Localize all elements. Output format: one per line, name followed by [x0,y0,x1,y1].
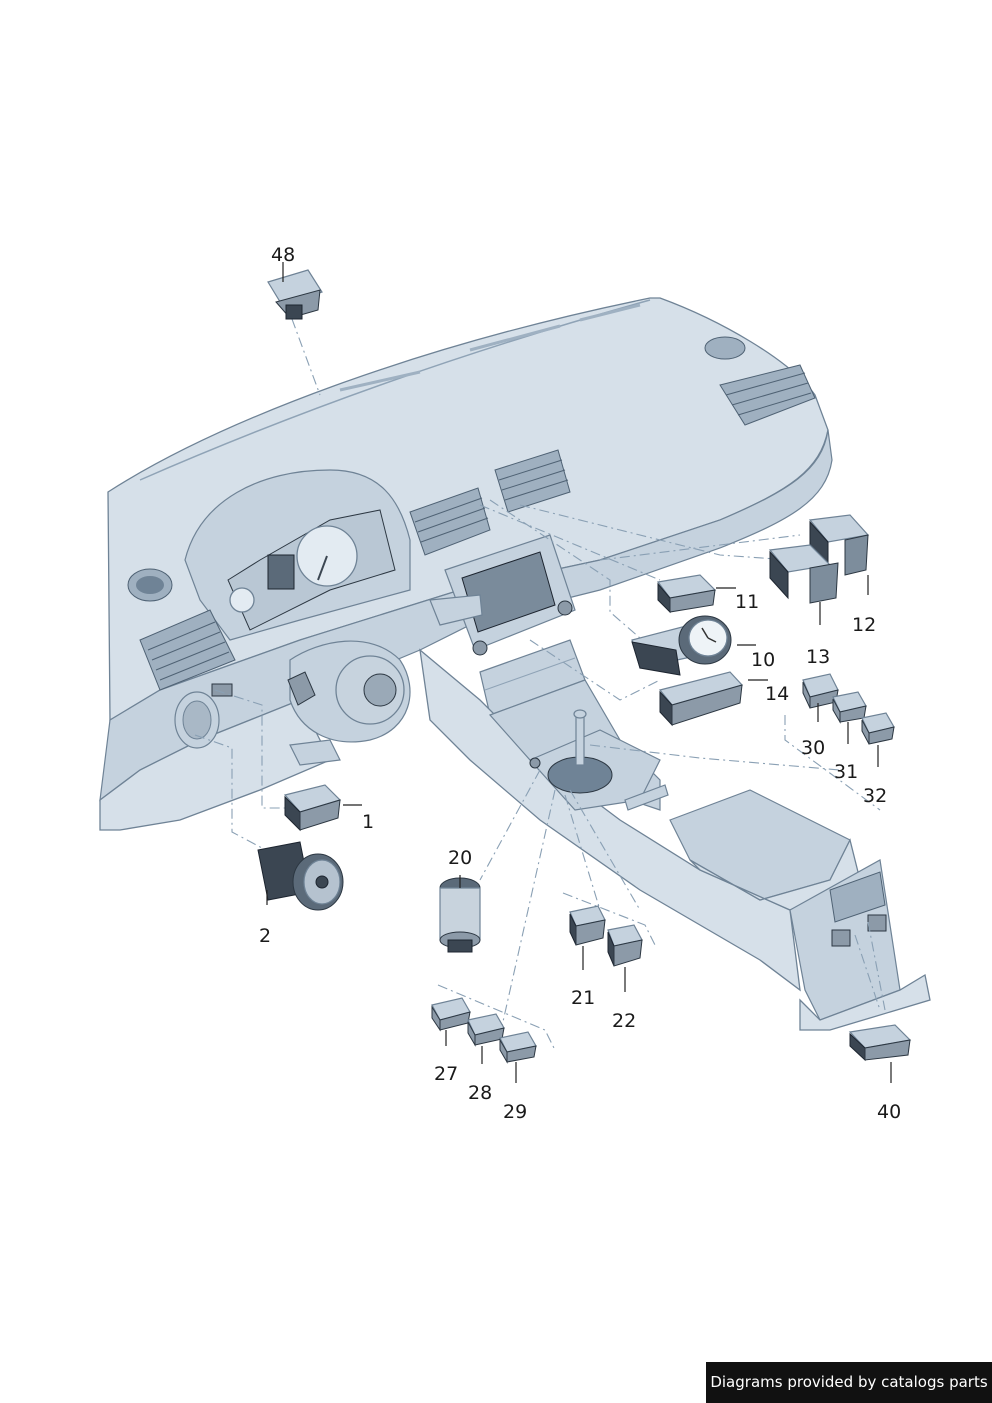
part-label-22: 22 [612,1010,636,1032]
part-label-2: 2 [259,925,271,947]
part-14-switch-strip [658,671,744,727]
part-30-32-buttons [802,673,895,745]
part-20-cigarette-lighter [439,877,481,953]
part-label-12: 12 [852,614,876,636]
part-11-switch [656,574,717,614]
part-label-28: 28 [468,1082,492,1104]
part-label-40: 40 [877,1101,901,1123]
part-label-13: 13 [806,646,830,668]
part-number-labels: 48 1 2 10 11 12 13 14 20 21 22 27 28 29 … [259,244,901,1123]
part-27-29-buttons [431,997,537,1064]
part-label-27: 27 [434,1063,458,1085]
location-leader-lines [194,299,886,1051]
part-21-22-buttons [569,905,643,967]
part-1-switch [283,784,342,832]
part-label-30: 30 [801,737,825,759]
part-2-light-switch [257,841,344,911]
part-label-1: 1 [362,811,374,833]
part-48-sensor [267,269,323,320]
part-label-29: 29 [503,1101,527,1123]
part-label-14: 14 [765,683,789,705]
part-label-21: 21 [571,987,595,1009]
part-label-32: 32 [863,785,887,807]
part-label-11: 11 [735,591,759,613]
part-40-switch [848,1024,912,1062]
part-12-switches [768,514,870,604]
part-label-31: 31 [834,761,858,783]
part-label-48: 48 [271,244,295,266]
part-label-20: 20 [448,847,472,869]
dashboard-illustration [99,297,931,1031]
part-10-clock [631,615,732,676]
label-leader-lines [266,262,892,1083]
watermark-banner: Diagrams provided by catalogs parts [706,1362,992,1403]
part-label-10: 10 [751,649,775,671]
